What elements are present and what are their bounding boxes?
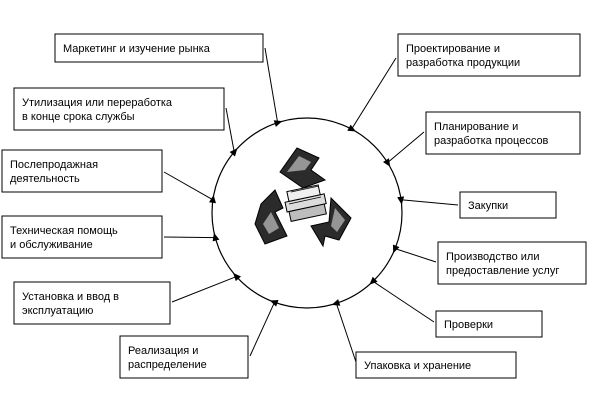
- ring-arrowhead: [383, 158, 391, 167]
- ring-arrowhead: [269, 300, 279, 307]
- step-label: разработка процессов: [434, 135, 549, 147]
- connector-line: [394, 248, 437, 263]
- step-box-frame: [425, 111, 581, 155]
- connector-line: [163, 171, 214, 201]
- step-label: эксплуатацию: [22, 305, 93, 317]
- step-box: Техническая помощь и обслуживание: [1, 215, 163, 259]
- step-box: Послепродажная деятельность: [1, 149, 163, 193]
- recycling-icon: [254, 147, 352, 248]
- step-box-frame: [1, 215, 163, 259]
- ring-arrowhead: [331, 299, 341, 306]
- connector-line: [264, 47, 279, 123]
- step-label: деятельность: [10, 173, 80, 185]
- step-label: Проектирование и: [406, 43, 500, 55]
- step-box-frame: [54, 33, 264, 63]
- connector-line: [372, 280, 435, 323]
- step-label: Послепродажная: [10, 159, 98, 171]
- step-box: Производство или предоставление услуг: [437, 241, 587, 285]
- step-box: Проектирование и разработка продукции: [397, 33, 581, 77]
- step-label: разработка продукции: [406, 57, 520, 69]
- step-label: и обслуживание: [10, 239, 93, 251]
- life-cycle-ring: [211, 117, 403, 309]
- ring-arrowhead: [229, 148, 238, 157]
- connector-line: [171, 276, 237, 303]
- step-label: предоставление услуг: [446, 265, 559, 277]
- step-box: Реализация и распределение: [119, 335, 249, 379]
- step-box: Утилизация или переработка в конце срока …: [13, 87, 225, 131]
- connector-line: [351, 57, 397, 130]
- ring-arrowhead: [347, 124, 357, 132]
- step-label: Упаковка и хранение: [364, 360, 471, 372]
- step-label: Техническая помощь: [10, 225, 118, 237]
- step-box: Упаковка и хранение: [355, 351, 517, 379]
- step-label: Установка и ввод в: [22, 291, 119, 303]
- ring-arrowhead: [233, 272, 242, 282]
- connector-line: [401, 199, 459, 206]
- step-label: Закупки: [468, 200, 508, 212]
- connector-line: [163, 236, 216, 239]
- step-box-frame: [355, 351, 517, 379]
- step-label: Утилизация или переработка: [22, 97, 173, 109]
- step-box-frame: [1, 149, 163, 193]
- step-label: Реализация и: [128, 345, 198, 357]
- ring-arrowhead: [369, 276, 378, 285]
- connector-line: [335, 303, 357, 363]
- ring-arrowhead: [209, 194, 216, 204]
- step-box: Маркетинг и изучение рынка: [54, 33, 264, 63]
- step-label: Планирование и: [434, 121, 518, 133]
- step-box-frame: [437, 241, 587, 285]
- connector-line: [249, 302, 275, 357]
- step-box-frame: [435, 310, 543, 338]
- step-box: Планирование и разработка процессов: [425, 111, 581, 155]
- step-label: Маркетинг и изучение рынка: [63, 43, 211, 55]
- ring-arrowhead: [392, 244, 400, 254]
- step-box-frame: [459, 191, 557, 219]
- connectors: [163, 47, 459, 363]
- ring-arrows: [209, 120, 405, 307]
- step-label: Производство или: [446, 251, 539, 263]
- step-label: распределение: [128, 359, 207, 371]
- step-box: Закупки: [459, 191, 557, 219]
- step-label: Проверки: [444, 319, 493, 331]
- step-box-frame: [119, 335, 249, 379]
- ring-arrowhead: [212, 232, 220, 242]
- step-box-frame: [13, 281, 171, 325]
- step-box: Проверки: [435, 310, 543, 338]
- ring-arrowhead: [397, 196, 405, 205]
- connector-line: [225, 107, 235, 153]
- step-box-frame: [397, 33, 581, 77]
- connector-line: [387, 131, 425, 164]
- step-boxes: Маркетинг и изучение рынка Проектирование…: [1, 33, 587, 379]
- step-box: Установка и ввод в эксплуатацию: [13, 281, 171, 325]
- ring-arrowhead: [273, 120, 283, 127]
- step-label: в конце срока службы: [22, 111, 135, 123]
- step-box-frame: [13, 87, 225, 131]
